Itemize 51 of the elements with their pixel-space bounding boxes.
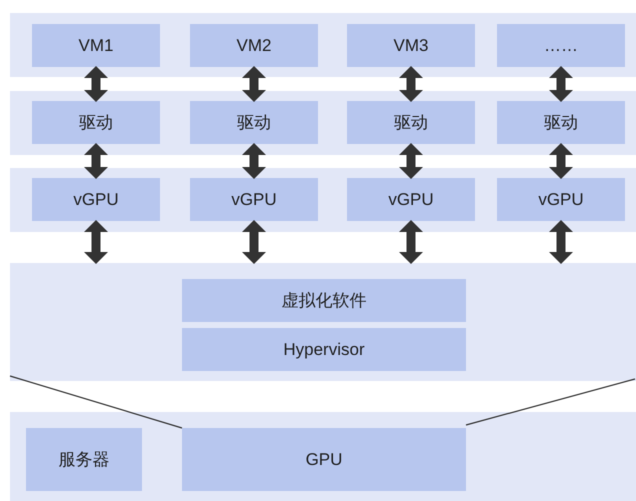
component-box: [26, 428, 142, 491]
box-label: vGPU: [231, 190, 277, 210]
box-label: 虚拟化软件: [282, 290, 366, 312]
component-box: [497, 178, 625, 221]
double-arrow: [399, 220, 423, 264]
component-box: [32, 101, 160, 144]
double-arrow: [399, 66, 423, 102]
box-label: GPU: [306, 450, 342, 470]
component-box: [347, 24, 475, 67]
double-arrow: [242, 220, 266, 264]
double-arrow: [84, 143, 108, 179]
component-box: [347, 101, 475, 144]
layer-band: [10, 168, 636, 232]
double-arrow: [399, 143, 423, 179]
box-label: 服务器: [58, 449, 110, 471]
box-label: 驱动: [237, 112, 271, 134]
component-box: [347, 178, 475, 221]
component-box: [190, 24, 318, 67]
double-arrow: [549, 143, 573, 179]
component-box: [32, 178, 160, 221]
double-arrow: [84, 220, 108, 264]
double-arrow: [549, 66, 573, 102]
box-label: vGPU: [73, 190, 119, 210]
component-box: [190, 101, 318, 144]
double-arrow: [84, 66, 108, 102]
box-label: 驱动: [394, 112, 428, 134]
component-box: [32, 24, 160, 67]
component-box: [497, 101, 625, 144]
box-label: ……: [544, 36, 578, 56]
box-label: vGPU: [538, 190, 584, 210]
component-box: [182, 279, 466, 322]
layer-band: [10, 91, 636, 155]
double-arrow: [242, 66, 266, 102]
box-label: VM2: [236, 36, 272, 56]
box-label: 驱动: [544, 112, 578, 134]
connector-line: [466, 378, 636, 426]
connector-line: [10, 375, 182, 429]
component-box: [182, 428, 466, 491]
component-box: [190, 178, 318, 221]
component-box: [182, 328, 466, 371]
box-label: Hypervisor: [283, 340, 365, 360]
box-label: vGPU: [388, 190, 434, 210]
box-label: 驱动: [79, 112, 113, 134]
double-arrow: [242, 143, 266, 179]
box-label: VM3: [394, 36, 428, 56]
box-label: VM1: [78, 36, 114, 56]
layer-band: [10, 263, 636, 381]
component-box: [497, 24, 625, 67]
layer-band: [10, 13, 636, 77]
double-arrow: [549, 220, 573, 264]
layer-band: [10, 412, 636, 501]
